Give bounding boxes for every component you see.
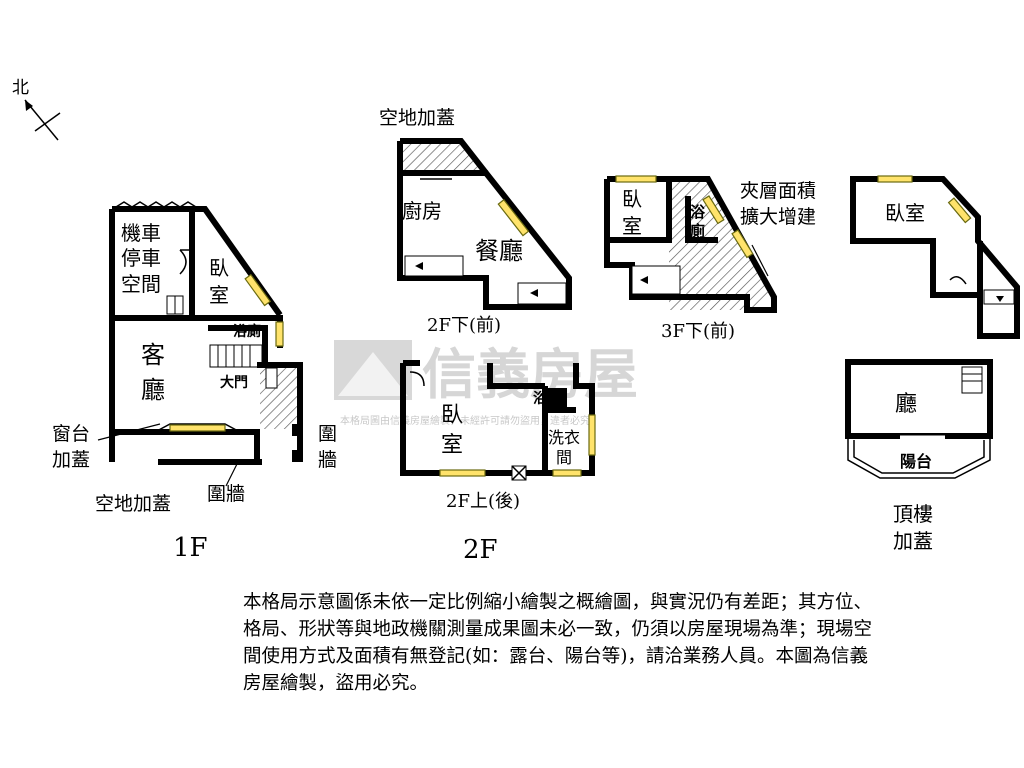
3f-bathroom-label-2: 廁 xyxy=(690,222,705,240)
3f-mezzanine-hatch xyxy=(669,179,774,310)
3f-upper-walls xyxy=(850,176,1020,339)
1f-living-window xyxy=(169,424,226,432)
1f-wall-bottom-callout: 圍牆 xyxy=(207,483,245,505)
3f-bedroom-window xyxy=(615,175,657,183)
rooftop-balcony-label: 陽台 xyxy=(900,452,932,471)
2f-bedroom-label-1: 臥 xyxy=(441,403,463,428)
1f-living-bottom xyxy=(109,429,260,462)
3f-upper-bedroom-window xyxy=(877,175,913,183)
3f-bathroom-label-1: 浴 xyxy=(690,203,706,221)
2f-kitchen-label: 廚房 xyxy=(402,199,442,223)
floor-2f-upper: 臥 室 浴廁 洗衣 間 2F上(後) 2F xyxy=(400,360,596,565)
watermark-notice: 本格局圖由信義房屋繪製，未經許可請勿盜用，違者必究 xyxy=(340,414,590,427)
1f-wall-side-callout-1: 圍 xyxy=(318,423,337,445)
2f-side-window xyxy=(588,414,596,456)
1f-bath-walls xyxy=(208,325,268,365)
3f-bedroom-wall xyxy=(607,179,672,243)
floor-2f-lower: 空地加蓋 廚房 餐廳 2F下(前) xyxy=(379,107,572,336)
1f-bedroom-window xyxy=(244,273,272,307)
2f-bedroom-window xyxy=(439,469,486,477)
watermark-brand: 信義房屋 xyxy=(422,343,638,406)
floor-rooftop: 廳 陽台 頂樓 加蓋 xyxy=(845,359,993,553)
1f-stairs xyxy=(209,344,263,368)
1f-open-space-callout: 空地加蓋 xyxy=(95,493,171,515)
1f-bath-window xyxy=(275,321,284,347)
1f-living-label-2: 廳 xyxy=(141,376,165,404)
rooftop-balcony-outline xyxy=(847,436,991,479)
watermark: 信義房屋 本格局圖由信義房屋繪製，未經許可請勿盜用，違者必究 xyxy=(334,340,638,427)
north-compass: 北 xyxy=(12,78,61,141)
2f-open-space-callout: 空地加蓋 xyxy=(379,107,455,129)
2f-lower-walls xyxy=(397,141,572,310)
rooftop-title-1: 頂樓 xyxy=(893,502,933,526)
3f-caption: 3F下(前) xyxy=(661,321,735,342)
2f-lower-stairs-right xyxy=(517,282,567,305)
floor-3f-lower: 臥 室 浴 廁 夾層面積 擴大增建 3F下(前) xyxy=(604,175,816,342)
1f-scooter-label-3: 空間 xyxy=(121,272,161,296)
2f-bathroom-label: 浴廁 xyxy=(533,390,561,407)
3f-mezzanine-label-2: 擴大增建 xyxy=(740,206,816,228)
1f-window-callout-2: 加蓋 xyxy=(52,449,90,471)
1f-title: 1F xyxy=(173,533,208,563)
1f-living-label-1: 客 xyxy=(141,341,165,369)
rooftop-stairs xyxy=(961,366,983,394)
1f-front-door-label: 大門 xyxy=(220,374,248,391)
2f-bath-fixture xyxy=(547,388,567,408)
2f-laundry-window xyxy=(552,469,582,477)
1f-scooter-label-2: 停車 xyxy=(121,246,161,270)
1f-scooter-label-1: 機車 xyxy=(121,221,161,245)
2f-laundry-label-1: 洗衣 xyxy=(548,428,580,447)
3f-bedroom-label-2: 室 xyxy=(622,214,642,238)
2f-lower-caption: 2F下(前) xyxy=(427,315,501,336)
3f-mezzanine-label-1: 夾層面積 xyxy=(740,180,816,202)
1f-bedroom-label-1: 臥 xyxy=(209,256,229,280)
rooftop-title-2: 加蓋 xyxy=(893,529,933,553)
3f-bedroom-label-1: 臥 xyxy=(622,187,642,211)
rooftop-hall-label: 廳 xyxy=(895,392,917,417)
compass-north-label: 北 xyxy=(12,78,29,98)
1f-door-zigzag xyxy=(115,201,197,208)
3f-upper-bedroom-label: 臥室 xyxy=(885,201,925,225)
floor-1f: 機車 停車 空間 臥 室 浴廁 客 廳 大門 窗台 加蓋 空地加蓋 圍牆 圍 牆… xyxy=(52,201,337,563)
north-arrow-icon xyxy=(25,100,33,111)
2f-bedroom-label-2: 室 xyxy=(441,433,463,458)
2f-upper-inner xyxy=(542,386,576,473)
2f-title: 2F xyxy=(463,535,498,565)
2f-dining-label: 餐廳 xyxy=(475,237,523,265)
1f-door-swing-icon xyxy=(179,249,192,275)
2f-dining-window xyxy=(497,198,530,237)
3f-bath-window xyxy=(702,195,725,225)
2f-lower-stairs-left xyxy=(404,255,464,277)
1f-wall-side-callout-2: 牆 xyxy=(318,449,337,471)
3f-stairs xyxy=(631,265,681,295)
floor-3f-upper: 臥室 xyxy=(850,175,1020,339)
1f-bathroom-label: 浴廁 xyxy=(233,323,261,340)
1f-bedroom-label-2: 室 xyxy=(209,283,229,307)
3f-bath-wall xyxy=(685,196,718,243)
3f-mezz-window xyxy=(731,229,754,259)
1f-window-bay xyxy=(154,423,241,433)
disclaimer-text: 本格局示意圖係未依一定比例縮小繪製之概繪圖，與實況仍有差距；其方位、格局、形狀等… xyxy=(243,592,873,694)
2f-laundry-label-2: 間 xyxy=(556,448,572,467)
brand-logo-icon xyxy=(334,340,412,400)
1f-window-callout-1: 窗台 xyxy=(52,423,90,445)
3f-upper-window xyxy=(947,197,972,224)
2f-upper-caption: 2F上(後) xyxy=(446,491,520,512)
